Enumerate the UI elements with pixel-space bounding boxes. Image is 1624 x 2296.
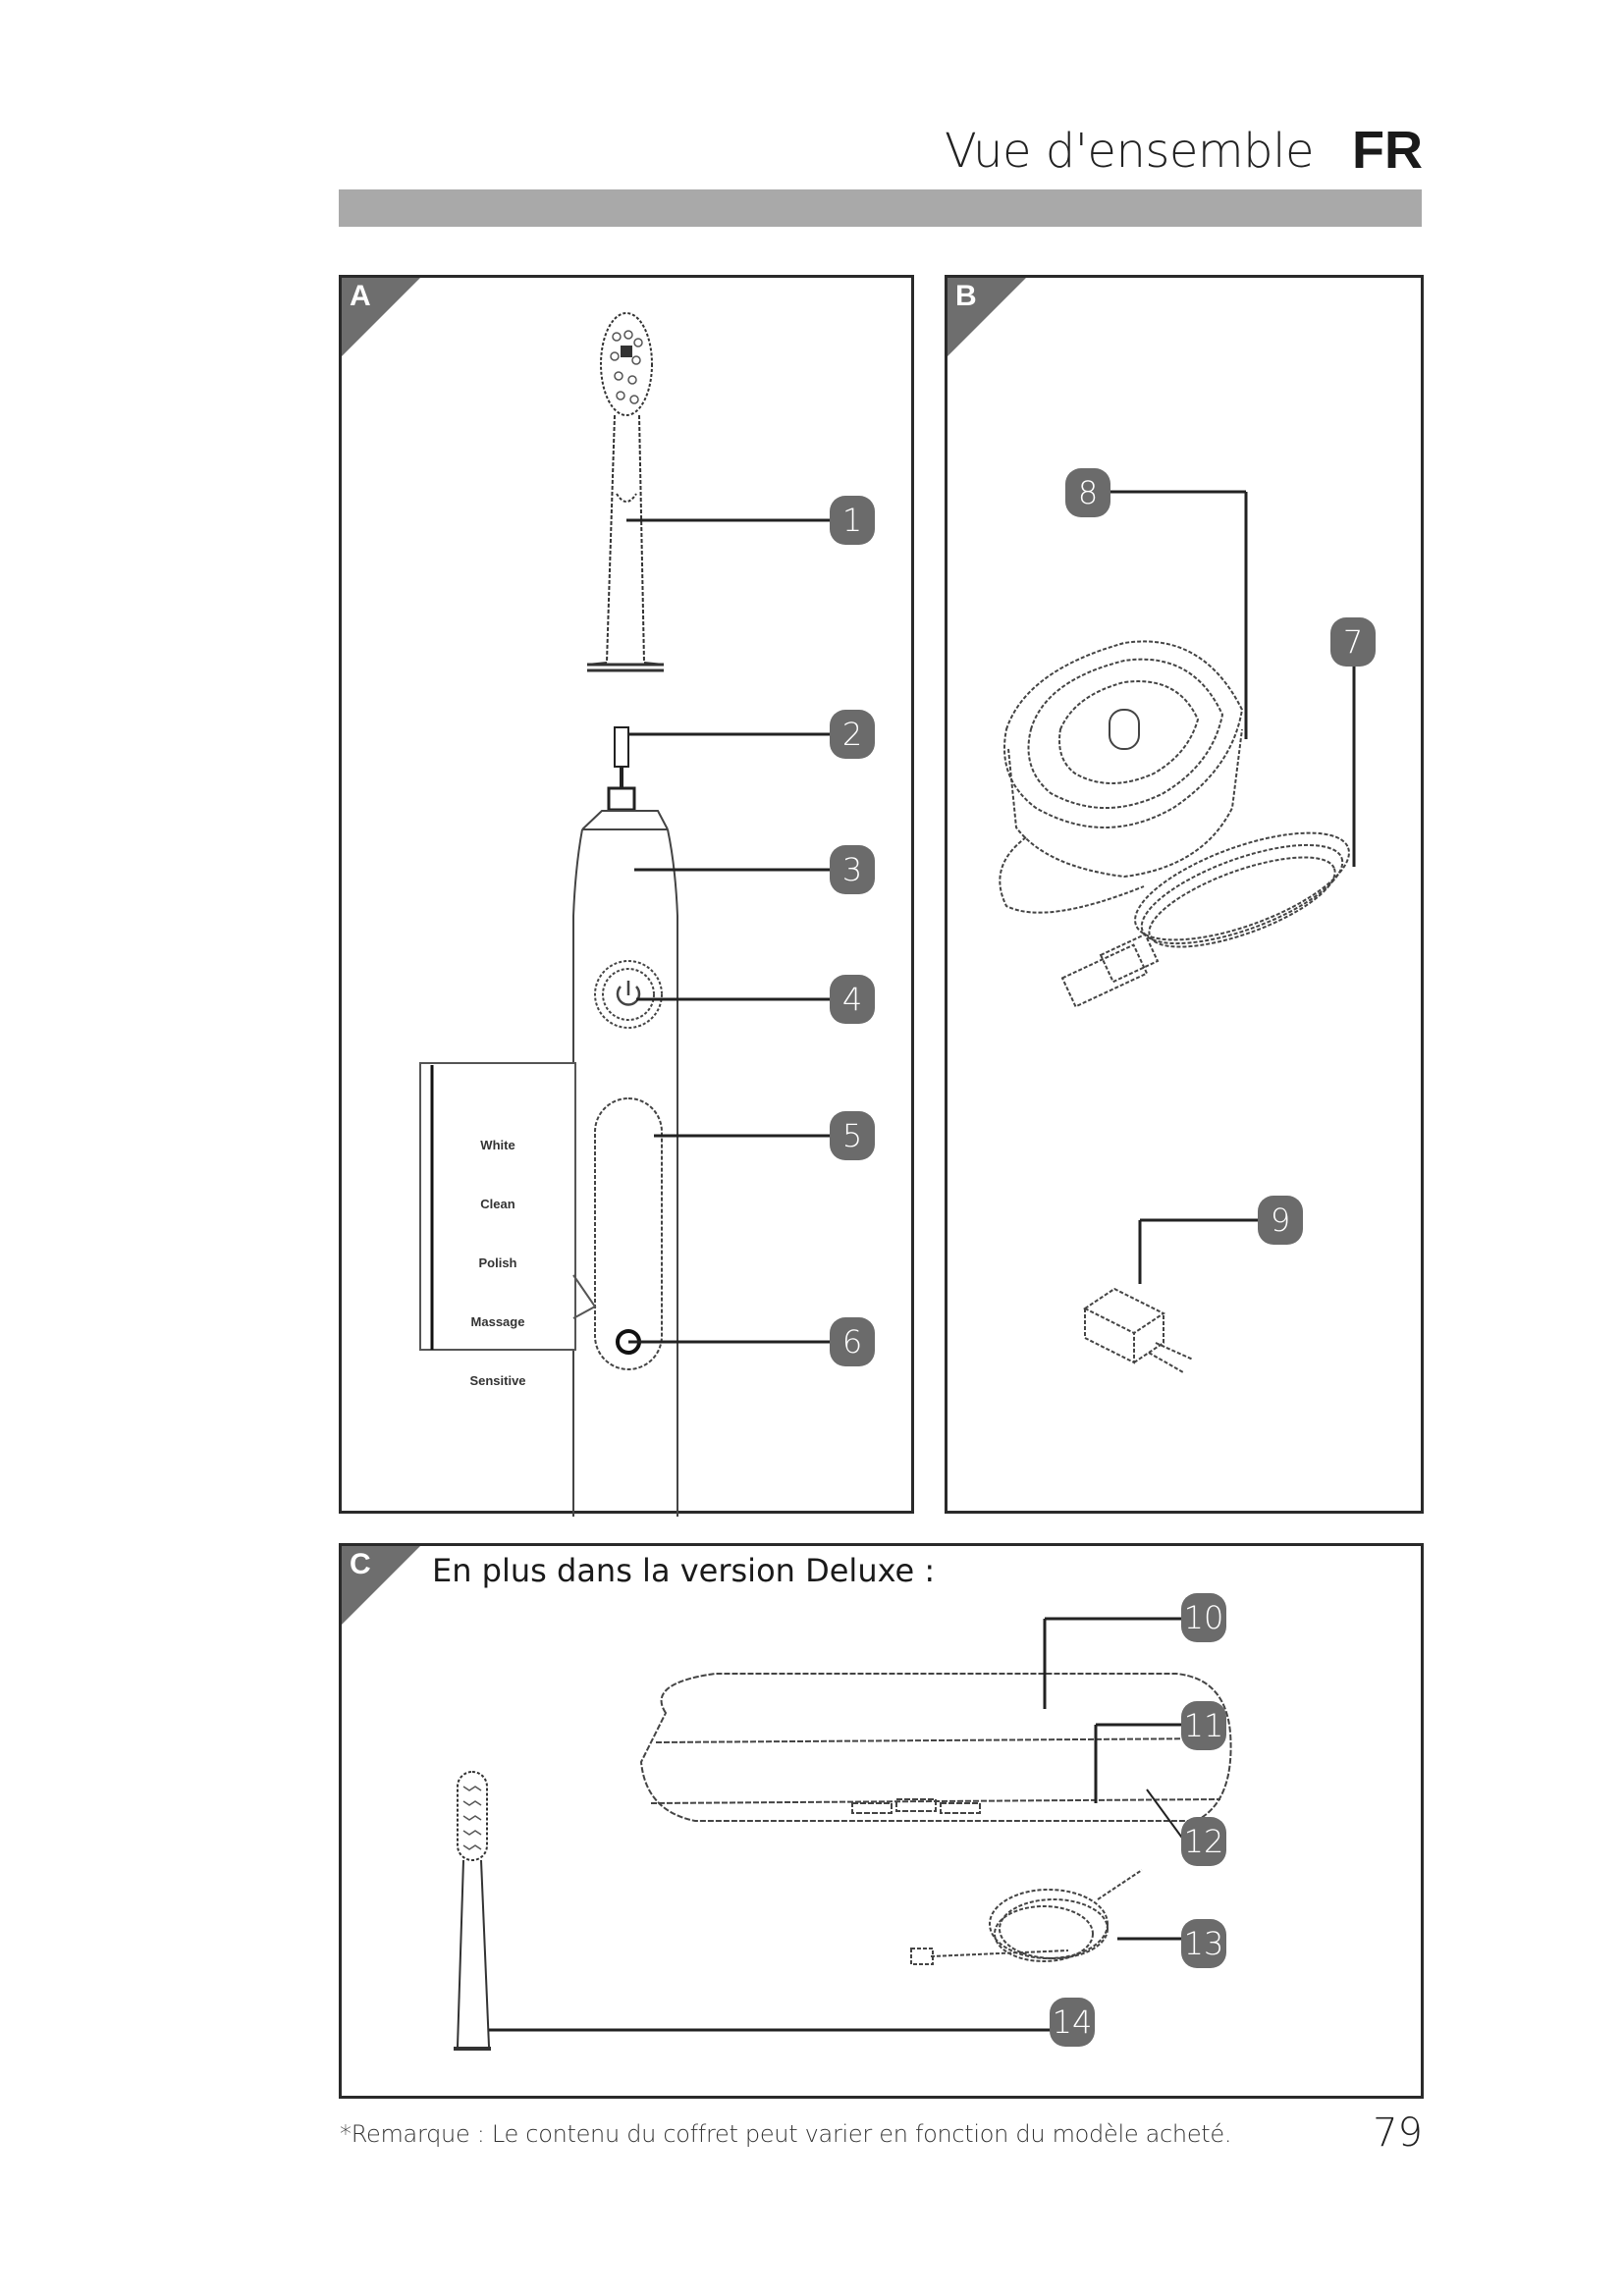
- leader-lines: [489, 1617, 1185, 2032]
- callout-9: 9: [1258, 1196, 1303, 1245]
- mode-label-sensitive: Sensitive: [469, 1373, 526, 1388]
- callout-12: 12: [1181, 1817, 1226, 1866]
- travel-case-illustration: [639, 1673, 1232, 1822]
- panel-b-letter: B: [955, 280, 977, 312]
- callout-3: 3: [830, 845, 875, 894]
- electric-toothbrush-illustration: [419, 312, 838, 1517]
- panel-c-corner-tab: [342, 1546, 420, 1625]
- callout-13: 13: [1181, 1919, 1226, 1968]
- panel-b-corner-tab: [947, 278, 1026, 356]
- usb-cable-illustration: [910, 1869, 1143, 1965]
- page-title: Vue d'ensemble: [944, 124, 1315, 179]
- handle-illustration: [572, 810, 678, 1517]
- mode-label-clean: Clean: [480, 1197, 515, 1211]
- callout-4: 4: [830, 975, 875, 1024]
- callout-11: 11: [1181, 1701, 1226, 1750]
- panel-c: C En plus dans la version Deluxe :: [339, 1543, 1424, 2099]
- panel-a-corner-tab: [342, 278, 420, 356]
- mode-label-white: White: [480, 1138, 515, 1152]
- callout-8: 8: [1065, 468, 1110, 517]
- mode-zoom-callout: [419, 1062, 597, 1351]
- panel-a-letter: A: [350, 280, 371, 312]
- brush-head-illustration: [586, 312, 665, 672]
- footnote: *Remarque : Le contenu du coffret peut v…: [340, 2120, 1232, 2148]
- callout-2: 2: [830, 710, 875, 759]
- leader-lines: [626, 518, 838, 1344]
- panel-c-letter: C: [350, 1548, 371, 1580]
- drive-shaft-illustration: [607, 726, 636, 812]
- mode-label-massage: Massage: [470, 1314, 525, 1329]
- callout-10: 10: [1181, 1593, 1226, 1642]
- callout-14: 14: [1050, 1998, 1095, 2047]
- callout-1: 1: [830, 496, 875, 545]
- callout-7: 7: [1330, 617, 1376, 667]
- mode-label-polish: Polish: [478, 1255, 517, 1270]
- deluxe-accessories-illustration: [454, 1617, 1232, 2051]
- charging-base-illustration: [999, 640, 1350, 1008]
- header-bar: [339, 189, 1422, 227]
- panel-b: B 8: [945, 275, 1424, 1514]
- power-adapter-illustration: [1083, 1287, 1194, 1373]
- leader-lines: [1087, 490, 1356, 1284]
- callout-6: 6: [830, 1317, 875, 1366]
- callout-5: 5: [830, 1111, 875, 1160]
- spare-brush-head-illustration: [454, 1771, 491, 2051]
- panel-a: A: [339, 275, 914, 1517]
- charger-illustration: [999, 490, 1356, 1373]
- deluxe-version-title: En plus dans la version Deluxe :: [432, 1552, 936, 1589]
- language-code: FR: [1352, 121, 1423, 180]
- page-number: 79: [1373, 2110, 1423, 2156]
